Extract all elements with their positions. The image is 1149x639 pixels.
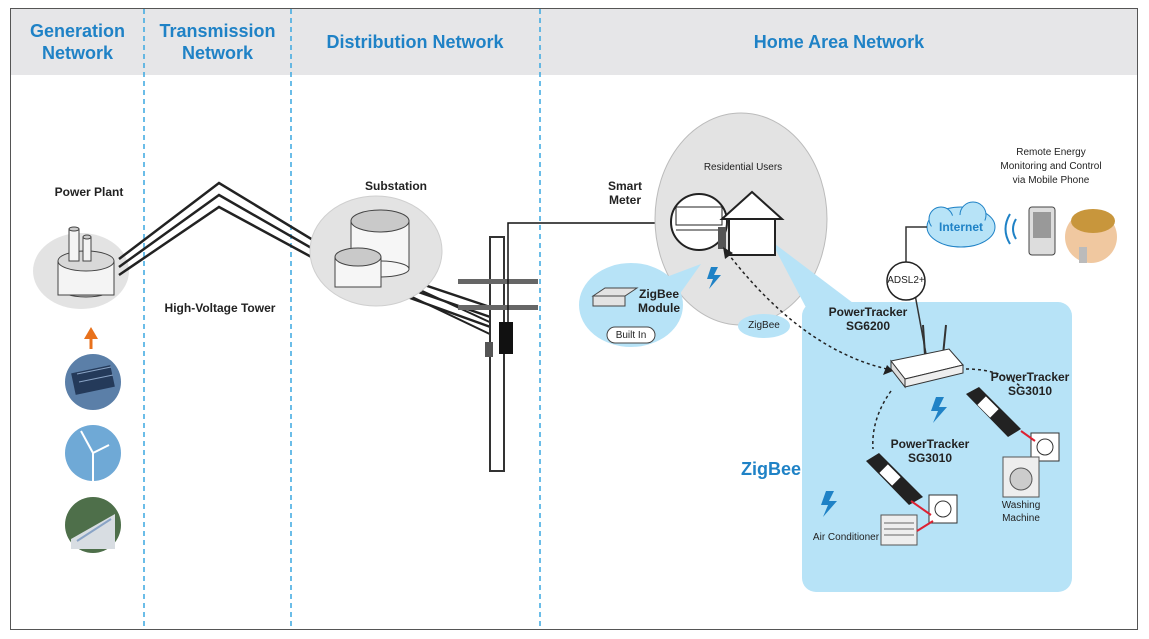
header-home-area-network: Home Area Network	[753, 32, 925, 52]
han-callout	[771, 241, 861, 317]
zigbee-links	[725, 250, 1022, 450]
lightning-icon	[707, 267, 721, 289]
hydro-dam-icon	[65, 497, 121, 553]
power-plant-label: Power Plant	[54, 185, 124, 199]
header-generation-network: Generation Network	[29, 21, 126, 63]
substation-label: Substation	[365, 179, 427, 193]
adsl-icon	[886, 261, 926, 301]
remote-monitoring-label: Remote Energy Monitoring and Control via…	[1000, 147, 1102, 186]
power-plant-icon	[33, 226, 129, 309]
house-icon	[718, 190, 785, 256]
column-dividers	[143, 9, 541, 629]
zigbee-tag	[738, 314, 790, 338]
link-arrowheads	[723, 247, 893, 375]
air-conditioner-icon	[880, 514, 934, 546]
sg3010-left-label: PowerTracker SG3010	[890, 437, 970, 465]
washing-machine-icon	[1002, 456, 1040, 498]
washing-machine-label: Washing Machine	[1001, 500, 1041, 524]
meter-icon	[670, 193, 728, 251]
substation-icon	[309, 195, 443, 307]
zigbee-module-bubble	[579, 263, 701, 347]
arrow-up-icon	[84, 327, 98, 349]
header-distribution-network: Distribution Network	[326, 32, 504, 52]
sg3010-right-label: PowerTracker SG3010	[990, 370, 1070, 398]
smart-meter-label: Smart Meter	[607, 179, 642, 207]
zigbee-network-label: ZigBee	[741, 459, 802, 479]
router-icon	[890, 324, 964, 389]
plug-icon	[866, 453, 958, 524]
built-in-label: Built In	[615, 330, 647, 341]
zigbee-tag-label: ZigBee	[748, 320, 780, 331]
adsl-label: ADSL2+	[887, 275, 925, 286]
hv-tower-label: High-Voltage Tower	[164, 301, 276, 315]
air-conditioner-label: Air Conditioner	[812, 532, 880, 543]
distribution-pole-icon	[458, 222, 671, 472]
han-panel	[802, 302, 1072, 592]
lightning-icon	[821, 397, 947, 517]
header-band	[11, 9, 1137, 75]
mobile-phone-icon	[1028, 206, 1056, 256]
solar-panel-icon	[65, 354, 121, 410]
wind-turbine-icon	[65, 425, 121, 481]
diagram-frame: Generation Network Transmission Network …	[10, 8, 1138, 630]
header-transmission-network: Transmission Network	[159, 21, 276, 63]
zigbee-module-label: ZigBee Module	[638, 287, 680, 315]
internet-label: Internet	[938, 220, 983, 234]
plug-icon	[966, 387, 1060, 462]
wireless-signal-icon	[1004, 213, 1017, 245]
residential-users-label: Residential Users	[703, 162, 783, 173]
sg6200-label: PowerTracker SG6200	[828, 305, 908, 333]
user-photo	[1065, 209, 1117, 263]
diagram-graphics	[33, 9, 1117, 629]
